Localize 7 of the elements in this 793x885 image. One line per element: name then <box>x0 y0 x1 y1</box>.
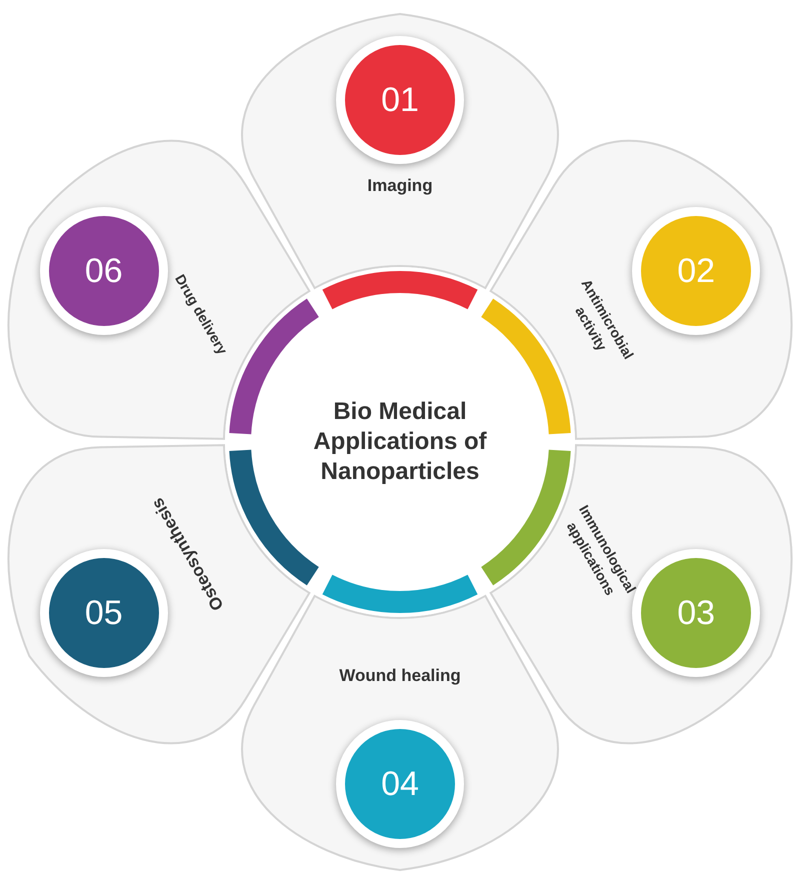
petal-label: Imaging <box>366 175 434 197</box>
petal-panel <box>6 443 312 746</box>
petal-panel <box>6 138 312 441</box>
petal-label: Wound healing <box>338 665 462 687</box>
petal-panel <box>488 138 793 441</box>
petal-panel <box>240 593 560 872</box>
center-title: Bio Medical Applications of Nanoparticles <box>312 397 488 487</box>
